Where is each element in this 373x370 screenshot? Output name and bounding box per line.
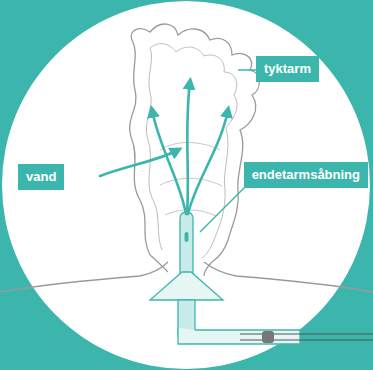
water-arrows (100, 82, 228, 214)
colon-outline (130, 24, 260, 262)
catheter-hole (185, 232, 189, 242)
leader-line (200, 182, 250, 232)
label-box: vand (18, 164, 64, 190)
hose-clamp (262, 331, 274, 343)
label-text: vand (26, 169, 56, 185)
label-box: tyktarm (256, 56, 319, 82)
catheter-pipe (178, 328, 300, 344)
leader-line (238, 69, 256, 71)
catheter-cone (150, 272, 223, 300)
label-text: endetarmsåbning (252, 167, 360, 183)
label-text: tyktarm (264, 61, 311, 77)
label-box: endetarmsåbning (244, 162, 368, 188)
catheter-hose (240, 334, 373, 340)
